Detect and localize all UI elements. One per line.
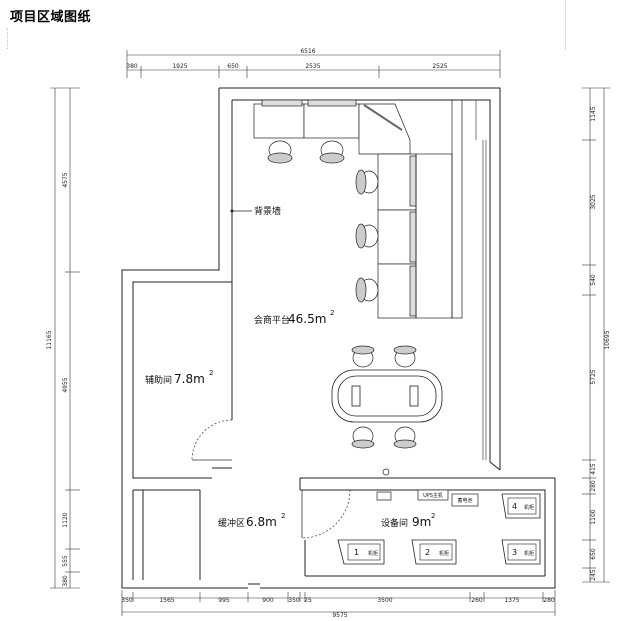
page-title: 项目区域图纸 — [10, 10, 92, 25]
desk-row-top — [253, 99, 411, 155]
right-dimensions — [582, 87, 610, 583]
battery-label: 蓄电池 — [457, 497, 472, 504]
rack-3-number: 3 — [512, 548, 517, 557]
dim-left-seg-2: 4955 — [62, 377, 69, 392]
aux-room-area: 7.8m — [174, 372, 205, 386]
meeting-room-area-sup: 2 — [330, 309, 334, 317]
ups-label: UPS主机 — [423, 492, 443, 499]
buffer-zone-area-sup: 2 — [281, 512, 285, 520]
dim-bottom-seg-8: 260 — [471, 597, 483, 604]
top-dimensions — [126, 50, 501, 78]
dim-left-seg-5: 380 — [62, 575, 69, 587]
buffer-zone-area: 6.8m — [246, 515, 277, 529]
dim-left-seg-3: 1120 — [62, 512, 69, 527]
rack-1-number: 1 — [354, 548, 359, 557]
meeting-room-label: 会商平台 — [254, 314, 290, 326]
buffer-zone-label: 缓冲区 — [218, 517, 245, 529]
dim-right-seg-6: 280 — [590, 480, 597, 492]
bottom-dimensions — [121, 590, 556, 616]
rack-3-label: 机柜 — [524, 550, 534, 557]
meeting-table — [331, 369, 443, 423]
dim-bottom-seg-3: 995 — [218, 597, 230, 604]
equipment-room-label: 设备间 — [381, 517, 408, 529]
desk-column-right — [377, 99, 463, 319]
equipment-items — [376, 468, 479, 507]
walls — [121, 87, 556, 589]
chairs-workstation — [267, 140, 379, 303]
chairs-meeting — [351, 345, 417, 449]
dim-bottom-seg-7: 3500 — [377, 597, 392, 604]
dim-left-seg-1: 4575 — [62, 172, 69, 187]
dim-top-seg-3: 650 — [227, 63, 239, 70]
door-aux — [191, 419, 233, 461]
rack-2-number: 2 — [425, 548, 430, 557]
backdrop-wall-dot — [230, 209, 234, 213]
backdrop-wall-label: 背景墙 — [254, 205, 281, 217]
left-dimensions — [50, 87, 80, 589]
dim-right-seg-2: 3025 — [590, 194, 597, 209]
dim-right-total: 10695 — [604, 330, 611, 349]
rack-3 — [501, 539, 541, 565]
dim-top-seg-4: 2535 — [305, 63, 320, 70]
dim-top-total: 6516 — [300, 48, 315, 55]
rack-4-label: 机柜 — [524, 504, 534, 511]
dim-right-seg-3: 540 — [590, 274, 597, 286]
dim-right-seg-8: 650 — [590, 548, 597, 560]
dim-bottom-seg-6: 25 — [304, 597, 312, 604]
dim-bottom-seg-9: 1375 — [504, 597, 519, 604]
dim-right-seg-7: 1100 — [590, 509, 597, 524]
equipment-room-area: 9m — [412, 515, 431, 529]
dim-bottom-total: 9575 — [332, 612, 347, 619]
dim-bottom-seg-1: 350 — [121, 597, 133, 604]
rack-1-label: 机柜 — [368, 550, 378, 557]
equipment-room-area-sup: 2 — [431, 512, 435, 520]
dim-right-seg-9: 245 — [590, 569, 597, 581]
rack-4-number: 4 — [512, 502, 517, 511]
dim-top-seg-5: 2525 — [432, 63, 447, 70]
meeting-room-area: 46.5m — [288, 312, 326, 326]
dim-top-seg-1: 380 — [126, 63, 138, 70]
window-right — [475, 100, 487, 460]
aux-room-area-sup: 2 — [209, 369, 213, 377]
dim-left-total: 11165 — [46, 330, 53, 349]
dim-right-seg-5: 415 — [590, 463, 597, 475]
aux-room-label: 辅助间 — [145, 374, 172, 386]
dim-bottom-seg-10: 280 — [543, 597, 555, 604]
dim-right-seg-1: 1145 — [590, 106, 597, 121]
rack-1 — [337, 539, 385, 565]
dim-left-seg-4: 555 — [62, 555, 69, 567]
rack-2-label: 机柜 — [439, 550, 449, 557]
dim-right-seg-4: 5725 — [590, 369, 597, 384]
dim-bottom-seg-2: 1565 — [159, 597, 174, 604]
rack-4 — [501, 493, 541, 519]
dim-bottom-seg-4: 900 — [262, 597, 274, 604]
door-equipment — [301, 489, 351, 539]
dim-top-seg-2: 1925 — [172, 63, 187, 70]
rack-2 — [411, 539, 457, 565]
dim-bottom-seg-5: 350 — [288, 597, 300, 604]
